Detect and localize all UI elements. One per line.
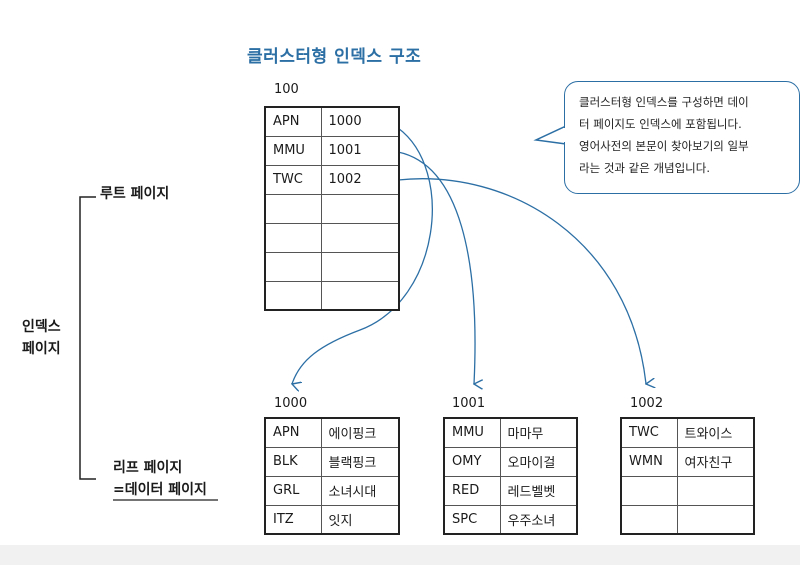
table-row [264,280,400,311]
leaf-page-number: 1002 [630,396,664,411]
root-key-cell: APN [264,106,322,137]
index-page-label-line2: 페이지 [22,341,61,357]
table-row [264,193,400,224]
leaf-value-cell [676,504,755,535]
table-row [264,222,400,253]
callout-bubble: 클러스터형 인덱스를 구성하면 데이 터 페이지도 인덱스에 포함됩니다. 영어… [564,81,800,194]
root-key-cell: MMU [264,135,322,166]
root-page-label: 루트 페이지 [100,186,170,202]
leaf-page-label-line2: =데이터 페이지 [113,482,207,498]
leaf-value-cell: 여자친구 [676,446,755,477]
leaf-page-number: 1000 [274,396,308,411]
leaf-value-cell: 잇지 [320,504,400,535]
leaf-key-cell [620,475,678,506]
leaf-value-cell: 블랙핑크 [320,446,400,477]
leaf-value-cell: 트와이스 [676,417,755,448]
leaf-key-cell: ITZ [264,504,322,535]
index-bracket [79,196,96,480]
index-page-label-line1: 인덱스 [22,319,61,335]
arrow-to-1001 [397,151,475,384]
arrow-to-1002 [397,178,646,384]
leaf-value-cell: 소녀시대 [320,475,400,506]
root-key-cell: TWC [264,164,322,195]
leaf-key-cell [620,504,678,535]
leaf-key-cell: WMN [620,446,678,477]
callout-line: 라는 것과 같은 개념입니다. [579,161,711,175]
index-page-label: 인덱스 페이지 [22,316,61,360]
leaf-key-cell: APN [264,417,322,448]
leaf-key-cell: GRL [264,475,322,506]
bottom-strip [0,545,800,565]
leaf-key-cell: TWC [620,417,678,448]
leaf-value-cell: 우주소녀 [499,504,578,535]
root-key-cell [264,280,322,311]
root-ptr-cell [320,280,400,311]
root-ptr-cell [320,193,400,224]
leaf-value-cell: 레드벨벳 [499,475,578,506]
table-row [620,475,755,506]
callout-tail-seam [563,128,567,142]
root-ptr-cell: 1000 [320,106,400,137]
root-key-cell [264,222,322,253]
table-row [620,504,755,535]
callout-line: 터 페이지도 인덱스에 포함됩니다. [579,117,742,131]
callout-line: 영어사전의 본문이 찾아보기의 일부 [579,139,749,153]
root-page-number: 100 [274,82,299,97]
root-ptr-cell [320,222,400,253]
leaf-key-cell: BLK [264,446,322,477]
table-row [264,251,400,282]
root-ptr-cell: 1001 [320,135,400,166]
leaf-page-number: 1001 [452,396,486,411]
leaf-value-cell: 에이핑크 [320,417,400,448]
leaf-value-cell: 오마이걸 [499,446,578,477]
leaf-key-cell: OMY [443,446,501,477]
leaf-page-label: 리프 페이지 =데이터 페이지 [113,457,207,501]
callout-tail [533,125,567,145]
root-key-cell [264,193,322,224]
leaf-page-label-line1: 리프 페이지 [113,460,183,476]
root-ptr-cell: 1002 [320,164,400,195]
leaf-value-cell: 마마무 [499,417,578,448]
root-key-cell [264,251,322,282]
leaf-key-cell: MMU [443,417,501,448]
diagram-title: 클러스터형 인덱스 구조 [247,47,422,67]
leaf-value-cell [676,475,755,506]
root-ptr-cell [320,251,400,282]
leaf-key-cell: SPC [443,504,501,535]
callout-line: 클러스터형 인덱스를 구성하면 데이 [579,95,749,109]
leaf-key-cell: RED [443,475,501,506]
